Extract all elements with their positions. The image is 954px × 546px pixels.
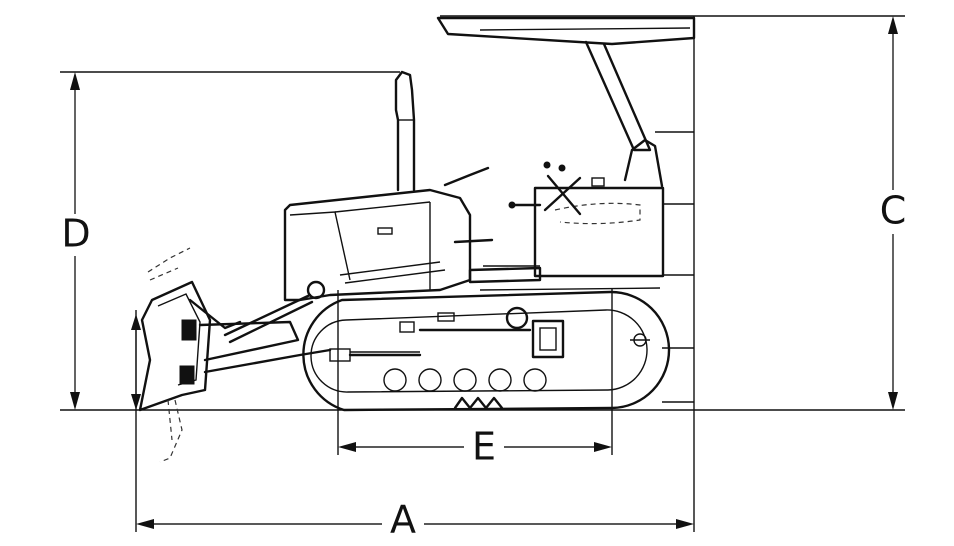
dimension-C: C <box>876 16 912 410</box>
dimension-label-d: D <box>61 212 90 256</box>
canopy-roof <box>436 16 696 46</box>
operator-deck <box>468 265 661 291</box>
lift-cylinder <box>223 293 312 337</box>
exhaust-stack <box>394 70 416 192</box>
seat-ghost <box>554 202 641 225</box>
canopy <box>436 16 696 152</box>
dimension-A: A <box>136 498 694 546</box>
floor-plate <box>468 266 542 284</box>
recoil-cylinder <box>329 348 351 362</box>
dimension-label-e: E <box>472 425 496 469</box>
track-inner <box>310 309 648 393</box>
dimension-D: D <box>58 72 94 410</box>
blade-outline <box>138 280 212 412</box>
carrier-roller <box>505 306 529 330</box>
fuel-tank <box>533 186 665 278</box>
dimension-blade-height <box>131 314 141 410</box>
control-lever <box>453 238 494 244</box>
final-drive-housing <box>531 319 565 359</box>
dimension-label-a: A <box>390 498 416 542</box>
track-grousers <box>453 396 504 410</box>
arrow-down <box>70 392 80 410</box>
track-assembly <box>302 290 671 412</box>
arrow-down <box>888 392 898 410</box>
track-outer <box>302 290 671 412</box>
track-rollers <box>383 368 547 392</box>
push-arm <box>188 280 332 374</box>
blade-raised-ghost <box>147 247 191 281</box>
arrow-up <box>70 72 80 90</box>
fuel-tank-seat <box>508 138 665 278</box>
arrow-up <box>888 16 898 34</box>
dimension-E: E <box>338 425 612 469</box>
canopy-post <box>584 40 652 152</box>
engine-hood <box>283 70 494 302</box>
steering-lever <box>443 166 490 187</box>
blade-bracket-lower <box>179 365 195 385</box>
dimension-label-c: C <box>880 189 907 233</box>
control-levers <box>543 174 582 216</box>
hood-badge <box>377 227 393 235</box>
blade-lowered-ghost <box>159 399 183 463</box>
blade-bracket <box>181 319 197 341</box>
dozer-blade <box>138 247 212 463</box>
seat-back <box>623 138 664 188</box>
